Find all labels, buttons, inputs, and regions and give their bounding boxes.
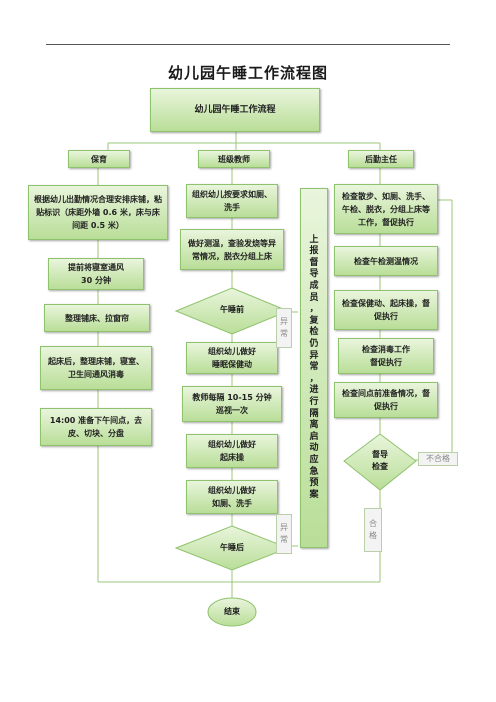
teacher-step-7: 组织幼儿做好 如厕、洗手 [186, 480, 278, 514]
decision-after-nap-label: 午睡后 [220, 543, 244, 552]
logistics-step-4: 检查消毒工作 督促执行 [338, 338, 434, 374]
teacher-step-6: 组织幼儿做好 起床操 [186, 434, 278, 468]
end-node [207, 597, 257, 627]
qualified-tag: 合 格 [364, 508, 382, 552]
teacher-step-4: 组织幼儿做好 睡眠保健动 [186, 342, 278, 374]
care-step-1: 根据幼儿出勤情况合理安排床铺，粘贴标识（床距外墙 0.6 米，床与床间距 0.5… [28, 185, 168, 240]
end-label: 结束 [224, 607, 240, 616]
unqualified-tag: 不合格 [418, 452, 458, 466]
decision-before-nap [174, 287, 290, 335]
teacher-step-1: 组织幼儿按要求如厕、洗手 [186, 184, 278, 218]
decision-after-nap [174, 525, 290, 571]
column-care: 保育 [68, 150, 130, 168]
care-step-2: 提前将寝室通风 30 分钟 [48, 258, 144, 290]
column-teacher: 班级教师 [198, 150, 270, 168]
teacher-step-5: 教师每隔 10-15 分钟 巡视一次 [182, 386, 282, 422]
care-step-4: 起床后，整理床铺，寝室、卫生间通风消毒 [40, 346, 152, 390]
abnormal-tag-1: 异 常 [276, 308, 292, 348]
decision-before-nap-label: 午睡前 [220, 305, 244, 314]
report-emergency-box: 上 报 督 导 成 员 ， 复 检 仍 异 常 ， 进 行 隔 离 启 动 应 … [300, 188, 328, 548]
teacher-step-2: 做好测温，查验发烧等异常情况，脱衣分组上床 [180, 229, 284, 270]
abnormal-tag-2: 异 常 [276, 514, 292, 554]
logistics-step-3: 检查保健动、起床操，督促执行 [334, 290, 438, 330]
care-step-3: 整理铺床、拉窗帘 [44, 304, 150, 332]
column-logistics: 后勤主任 [348, 150, 414, 168]
decision-supervise [343, 433, 417, 491]
care-step-5: 14:00 准备下午间点，去皮、切块、分盘 [40, 408, 152, 446]
logistics-step-1: 检查散步、如厕、洗手、午检、脱衣，分组上床等工作，督促执行 [334, 184, 438, 234]
header-rule [46, 44, 450, 45]
decision-supervise-label: 督导 检查 [372, 450, 388, 471]
logistics-step-2: 检查午检测温情况 [334, 246, 438, 276]
flow-title-node: 幼儿园午睡工作流程 [150, 88, 320, 132]
logistics-step-5: 检查间点前准备情况，督促执行 [334, 382, 438, 418]
document-title: 幼儿园午睡工作流程图 [167, 64, 328, 82]
